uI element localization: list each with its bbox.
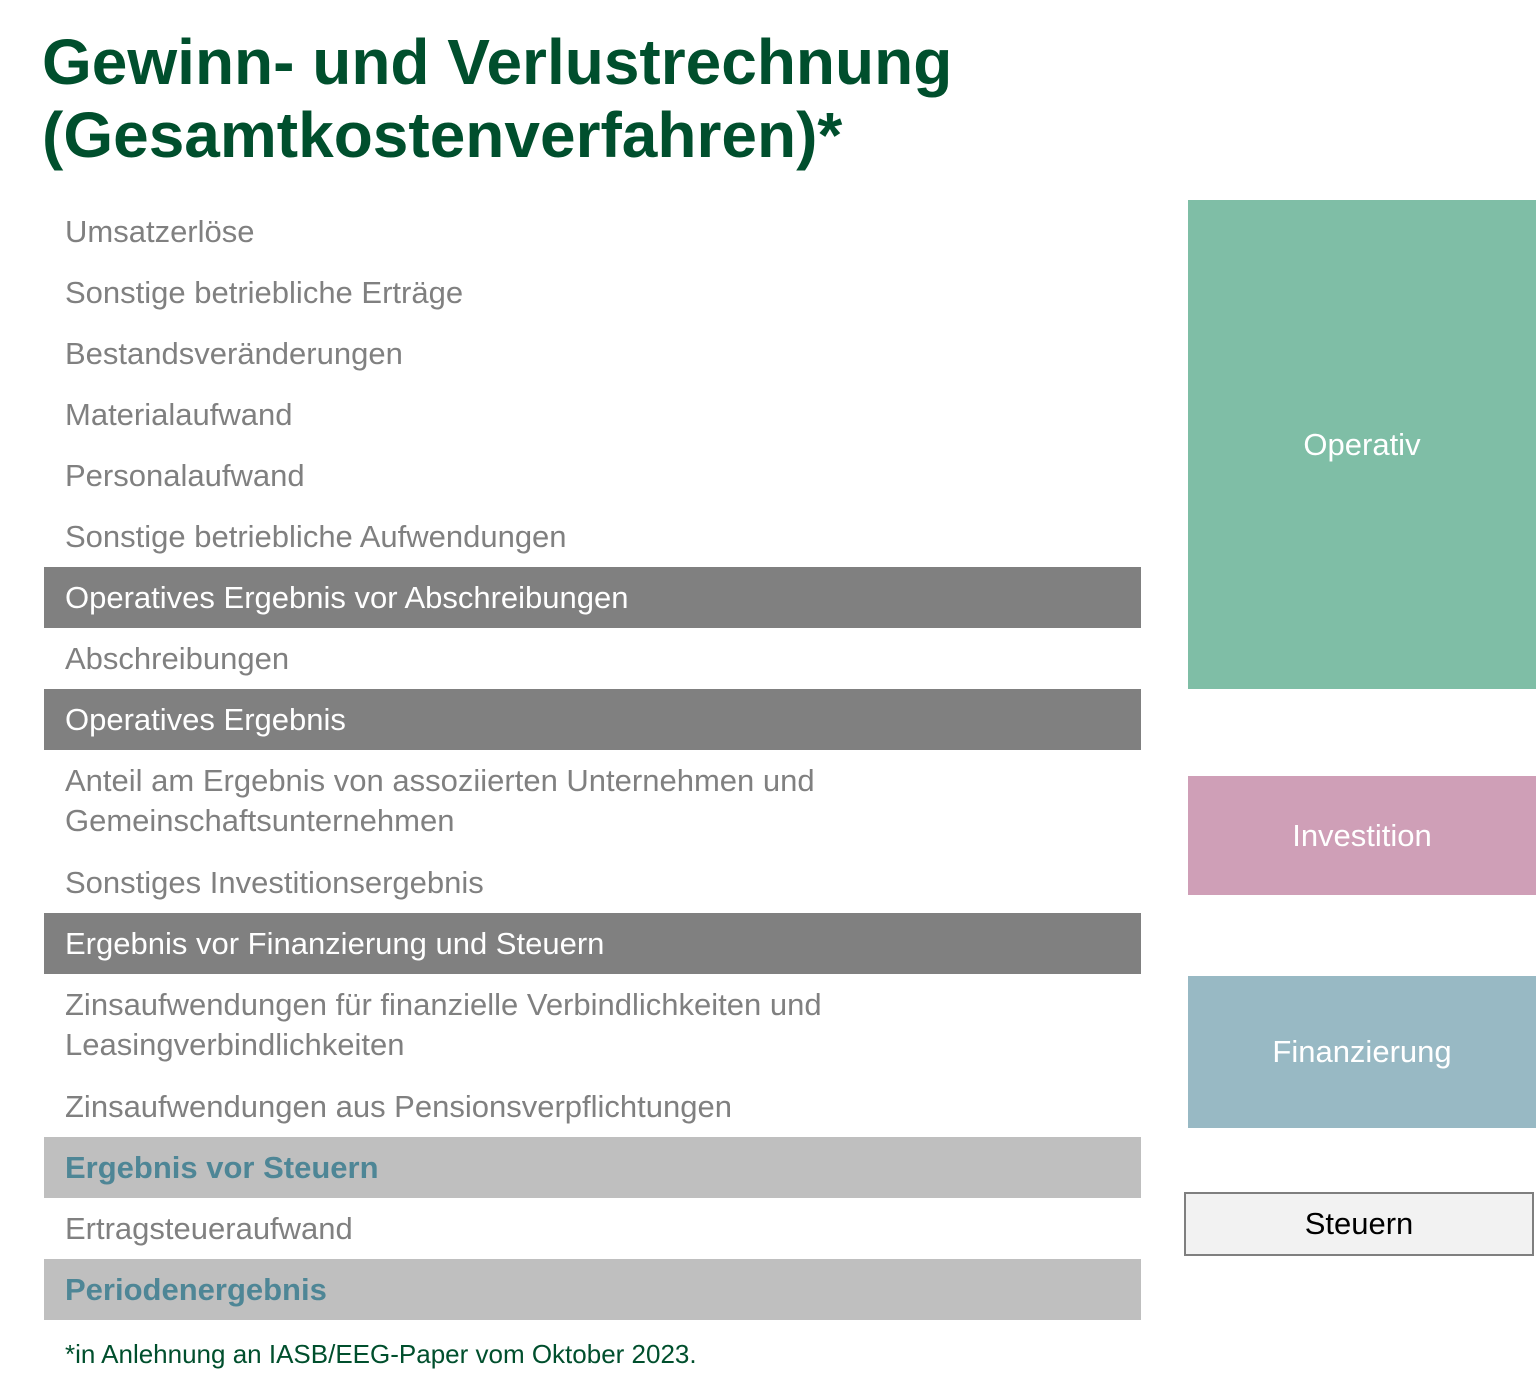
row-label: Operatives Ergebnis vor Abschreibungen: [65, 579, 629, 615]
row-label: Bestandsveränderungen: [65, 335, 403, 371]
row-sonstige-ertraege: Sonstige betriebliche Erträge: [44, 262, 1141, 323]
category-steuern: Steuern: [1184, 1192, 1534, 1256]
title-line-1: Gewinn- und Verlustrechnung: [42, 26, 953, 98]
subtotal-row-ebitda: Operatives Ergebnis vor Abschreibungen: [44, 567, 1141, 628]
row-label-line-2: Gemeinschaftsunternehmen: [65, 803, 455, 838]
row-label: Zinsaufwendungen für finanzielle Verbind…: [65, 987, 822, 1022]
subtotal-row-ebit: Ergebnis vor Finanzierung und Steuern: [44, 913, 1141, 974]
row-zinsaufwendungen-pensionen: Zinsaufwendungen aus Pensionsverpflichtu…: [44, 1076, 1141, 1137]
row-label: Periodenergebnis: [65, 1271, 327, 1307]
total-row-ergebnis-vor-steuern: Ergebnis vor Steuern: [44, 1137, 1141, 1198]
row-label: Zinsaufwendungen aus Pensionsverpflichtu…: [65, 1088, 732, 1124]
row-bestandsveraenderungen: Bestandsveränderungen: [44, 323, 1141, 384]
row-label: Operatives Ergebnis: [65, 701, 346, 737]
row-abschreibungen: Abschreibungen: [44, 628, 1141, 689]
row-label: Ertragsteueraufwand: [65, 1210, 353, 1246]
row-umsatzerloese: Umsatzerlöse: [44, 201, 1141, 262]
category-label: Investition: [1292, 817, 1432, 853]
row-materialaufwand: Materialaufwand: [44, 384, 1141, 445]
category-finanzierung: Finanzierung: [1188, 976, 1536, 1128]
row-label: Ergebnis vor Steuern: [65, 1149, 379, 1185]
row-label: Umsatzerlöse: [65, 213, 255, 249]
row-label: Sonstige betriebliche Erträge: [65, 274, 464, 310]
category-label: Finanzierung: [1272, 1034, 1452, 1069]
title-line-2: (Gesamtkostenverfahren)*: [42, 99, 843, 171]
row-label: Personalaufwand: [65, 457, 305, 493]
row-label: Ergebnis vor Finanzierung und Steuern: [65, 925, 605, 961]
page-title: Gewinn- und Verlustrechnung (Gesamtkoste…: [42, 26, 952, 172]
row-label: Abschreibungen: [65, 640, 290, 676]
row-sonstige-aufwendungen: Sonstige betriebliche Aufwendungen: [44, 506, 1141, 567]
row-label-line-2: Leasingverbindlichkeiten: [65, 1027, 405, 1062]
income-statement-rows: Umsatzerlöse Sonstige betriebliche Erträ…: [44, 201, 1141, 1320]
category-investition: Investition: [1188, 776, 1536, 895]
category-label: Operativ: [1303, 426, 1421, 462]
footnote: *in Anlehnung an IASB/EEG-Paper vom Okto…: [65, 1339, 697, 1369]
category-operativ: Operativ: [1188, 200, 1536, 689]
total-row-periodenergebnis: Periodenergebnis: [44, 1259, 1141, 1320]
row-ertragsteueraufwand: Ertragsteueraufwand: [44, 1198, 1141, 1259]
category-label: Steuern: [1304, 1206, 1414, 1241]
row-label: Anteil am Ergebnis von assoziierten Unte…: [65, 763, 815, 798]
row-label: Materialaufwand: [65, 396, 293, 432]
row-label: Sonstige betriebliche Aufwendungen: [65, 518, 567, 554]
row-label: Sonstiges Investitionsergebnis: [65, 864, 484, 900]
row-personalaufwand: Personalaufwand: [44, 445, 1141, 506]
row-sonstiges-investitionsergebnis: Sonstiges Investitionsergebnis: [44, 852, 1141, 913]
row-anteil-ergebnis: Anteil am Ergebnis von assoziierten Unte…: [44, 750, 1141, 852]
row-zinsaufwendungen-verbindlichkeiten: Zinsaufwendungen für finanzielle Verbind…: [44, 974, 1141, 1076]
subtotal-row-operatives-ergebnis: Operatives Ergebnis: [44, 689, 1141, 750]
